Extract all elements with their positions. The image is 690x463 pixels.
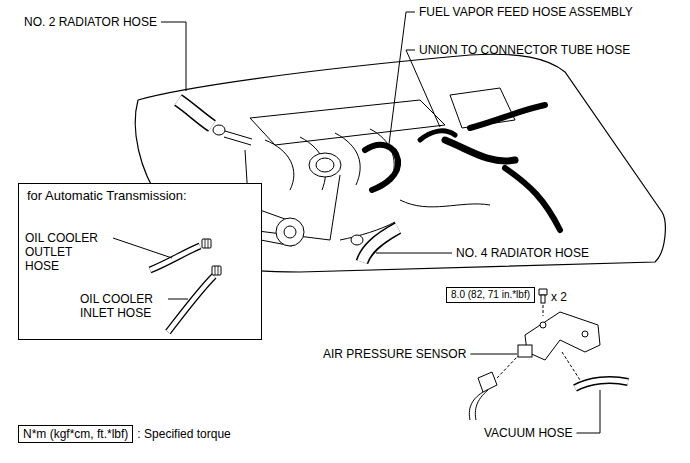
hose [505, 168, 560, 230]
hose [470, 105, 545, 128]
union-hose [420, 131, 455, 140]
leader-line [389, 12, 415, 144]
part-label: NO. 4 RADIATOR HOSE [456, 246, 589, 260]
sensor-connector [478, 372, 497, 392]
pipe [340, 200, 490, 240]
leader-line [376, 253, 452, 254]
valve-cover [250, 100, 445, 145]
node-caption: : Specified torque [137, 427, 230, 441]
leader-line [406, 50, 440, 127]
hose-clamp [351, 235, 363, 245]
legend-box: N*m (kgf*cm, ft.*lbf): Specified torque [18, 425, 133, 443]
vacuum-hose [575, 380, 628, 388]
air-pressure-sensor-assembly [469, 289, 628, 420]
leader-line [470, 354, 517, 355]
assembly-line [562, 352, 580, 380]
black-hoses [365, 105, 560, 230]
hose-clamp [213, 125, 225, 135]
hose-fitting [202, 239, 211, 248]
part-label: OIL COOLER OUTLET HOSE [25, 231, 109, 273]
part-label: UNION TO CONNECTOR TUBE HOSE [419, 43, 630, 57]
hose-fitting [215, 266, 218, 275]
part-label: OIL COOLER INLET HOSE [80, 292, 164, 320]
part-label: VACUUM HOSE [484, 426, 572, 440]
no2-radiator-hose [178, 100, 212, 126]
pulley [276, 218, 304, 246]
node-text: for Automatic Transmission: [27, 188, 253, 204]
oil-cap [316, 158, 334, 172]
bracket-hole [582, 331, 588, 337]
bolt-head [539, 289, 547, 295]
quantity-label: x 2 [551, 290, 567, 304]
leader-line [576, 390, 600, 433]
pulley [284, 226, 296, 238]
torque-box: 8.0 (82, 71 in.*lbf) [446, 287, 535, 303]
oil-cap [309, 153, 341, 177]
leader-line [168, 299, 188, 300]
no4-radiator-hose [362, 228, 398, 262]
fuel-vapor-feed-hose [365, 145, 398, 190]
intake-runner [265, 129, 394, 190]
bracket-hole [540, 322, 546, 328]
node-text: 8.0 (82, 71 in.*lbf) [451, 289, 530, 301]
part-label: AIR PRESSURE SENSOR [323, 347, 466, 361]
hose-fitting [212, 266, 221, 275]
water-pipe [224, 131, 252, 145]
no4-radiator-hose [362, 228, 398, 262]
hose-fitting [205, 239, 208, 248]
leader-line [161, 22, 186, 91]
part-label: NO. 2 RADIATOR HOSE [24, 15, 157, 29]
node-text: N*m (kgf*cm, ft.*lbf) [23, 427, 128, 441]
sensor-body [518, 345, 532, 357]
assembly-line [497, 356, 518, 378]
no2-radiator-hose [178, 100, 212, 126]
bolt-shaft [541, 295, 545, 303]
vacuum-hose [575, 380, 628, 388]
hose [445, 140, 515, 161]
part-label: FUEL VAPOR FEED HOSE ASSEMBLY [419, 5, 633, 19]
assembly-line [543, 305, 544, 316]
connector-wire [469, 390, 488, 420]
